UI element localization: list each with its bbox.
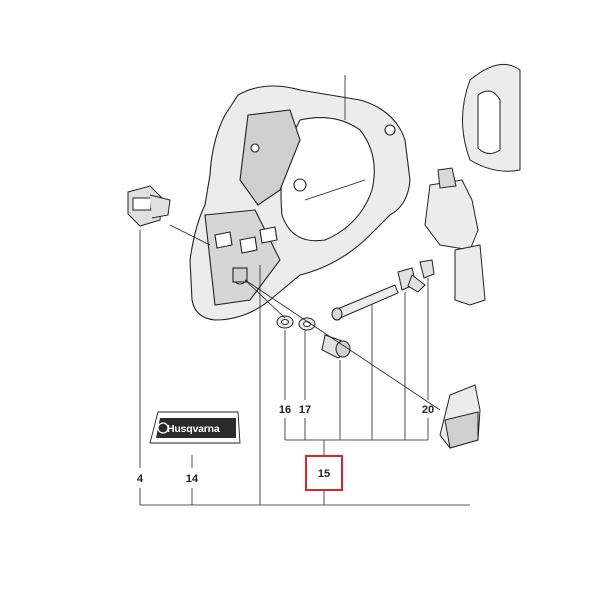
part-label-15[interactable]: 15 (317, 468, 331, 480)
decal-plate-14 (149, 411, 241, 444)
bushing (321, 334, 351, 359)
part-label-17[interactable]: 17 (298, 404, 312, 416)
shaft-bolt (331, 284, 399, 321)
part-label-20[interactable]: 20 (421, 404, 435, 416)
leader-lines (139, 75, 470, 506)
part-label-14[interactable]: 14 (185, 473, 199, 485)
housing-cover (189, 85, 411, 321)
part-15-highlight-box (305, 455, 343, 491)
right-edge-parts (424, 63, 521, 449)
part-label-16[interactable]: 16 (278, 404, 292, 416)
husqvarna-logo-text: Husqvarna (167, 423, 220, 435)
adjuster (397, 259, 435, 293)
washer-16 (276, 315, 294, 329)
connector-part-4 (127, 185, 171, 227)
part-label-4[interactable]: 4 (136, 473, 144, 485)
washer-17 (298, 317, 316, 331)
